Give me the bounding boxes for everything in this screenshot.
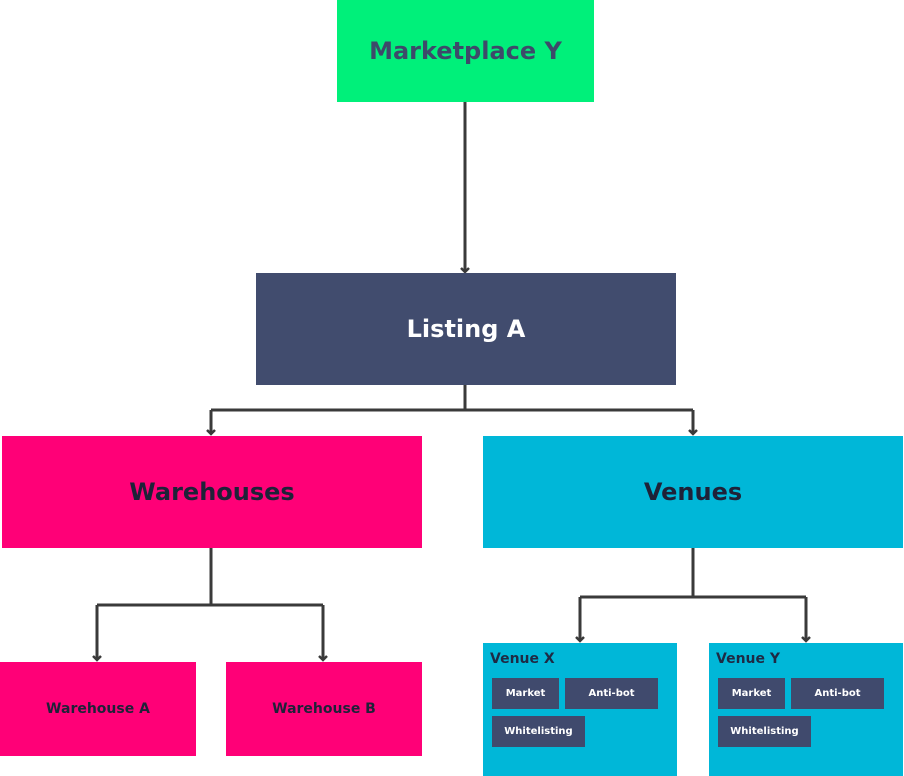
node-warehouse-a: Warehouse A <box>0 662 196 756</box>
node-warehouses: Warehouses <box>2 436 422 548</box>
node-listing-label: Listing A <box>406 315 526 343</box>
venue-y-tag-anti-bot: Anti-bot <box>791 678 884 709</box>
node-venue-y: Venue Y Market Anti-bot Whitelisting <box>709 643 903 776</box>
venue-x-tag-market: Market <box>492 678 559 709</box>
node-venue-x: Venue X Market Anti-bot Whitelisting <box>483 643 677 776</box>
node-listing: Listing A <box>256 273 676 385</box>
edge-warehouses-split <box>97 548 323 607</box>
edge-venues-split <box>580 548 806 599</box>
venue-x-tag-whitelisting: Whitelisting <box>492 716 585 747</box>
node-venues-label: Venues <box>643 478 743 506</box>
venue-y-tag-market: Market <box>718 678 785 709</box>
venue-x-tag-anti-bot: Anti-bot <box>565 678 658 709</box>
node-warehouse-b: Warehouse B <box>226 662 422 756</box>
venue-y-tag-whitelisting: Whitelisting <box>718 716 811 747</box>
node-marketplace: Marketplace Y <box>337 0 594 102</box>
edge-listing-split <box>211 385 693 412</box>
node-marketplace-label: Marketplace Y <box>369 37 562 65</box>
venue-y-title: Venue Y <box>716 651 781 667</box>
node-warehouse-b-label: Warehouse B <box>272 701 376 717</box>
venue-x-title: Venue X <box>490 651 555 667</box>
node-warehouses-label: Warehouses <box>129 478 295 506</box>
node-warehouse-a-label: Warehouse A <box>46 701 150 717</box>
node-venues: Venues <box>483 436 903 548</box>
